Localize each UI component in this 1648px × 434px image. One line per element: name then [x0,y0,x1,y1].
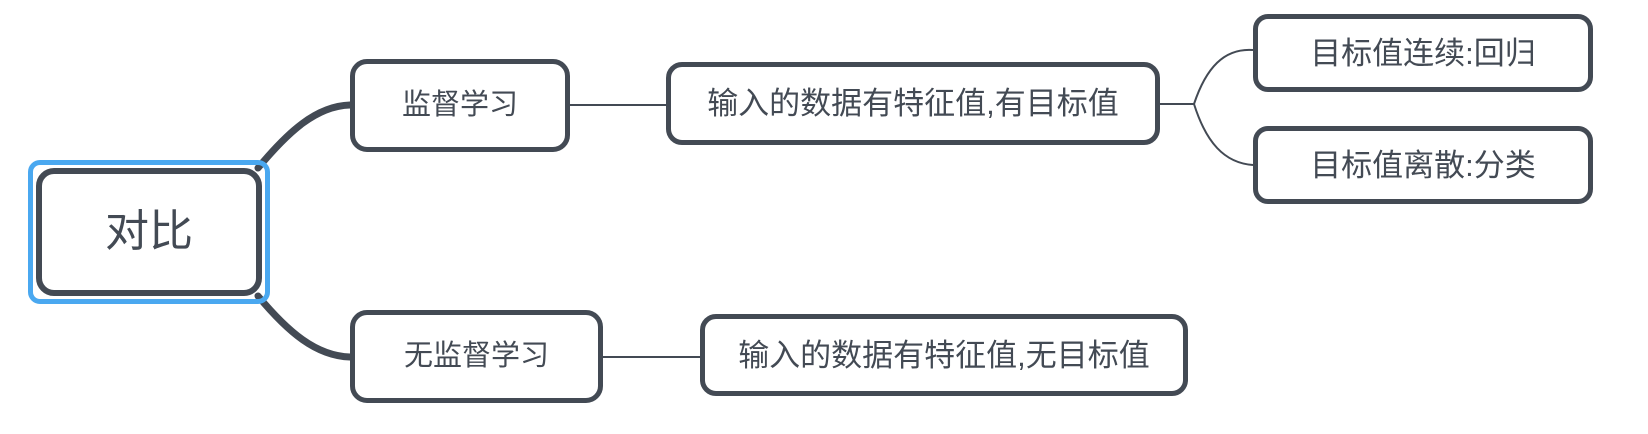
mindmap-node-root[interactable]: 对比 [36,168,262,296]
unsupervised-detail-label: 输入的数据有特征值,无目标值 [738,337,1150,373]
mindmap-node-unsupervised-detail[interactable]: 输入的数据有特征值,无目标值 [700,314,1188,396]
connector-root-to-unsupervised [254,292,354,361]
mindmap-node-supervised[interactable]: 监督学习 [350,59,570,152]
supervised-node-label: 监督学习 [401,89,518,121]
mindmap-node-classification[interactable]: 目标值离散:分类 [1253,126,1593,204]
root-node-selection-ring [28,160,270,304]
connector-detail-to-regression [1193,48,1254,105]
connector-detail-to-classification [1193,103,1254,166]
unsupervised-node-label: 无监督学习 [403,340,549,372]
supervised-detail-label: 输入的数据有特征值,有目标值 [707,86,1119,121]
classification-node-label: 目标值离散:分类 [1310,147,1536,183]
mindmap-node-unsupervised[interactable]: 无监督学习 [350,310,603,403]
mindmap-node-supervised-detail[interactable]: 输入的数据有特征值,有目标值 [666,62,1160,145]
root-node-label: 对比 [105,207,193,256]
connector-root-to-supervised [254,101,354,172]
regression-node-label: 目标值连续:回归 [1310,35,1536,71]
mindmap-node-regression[interactable]: 目标值连续:回归 [1253,14,1593,92]
